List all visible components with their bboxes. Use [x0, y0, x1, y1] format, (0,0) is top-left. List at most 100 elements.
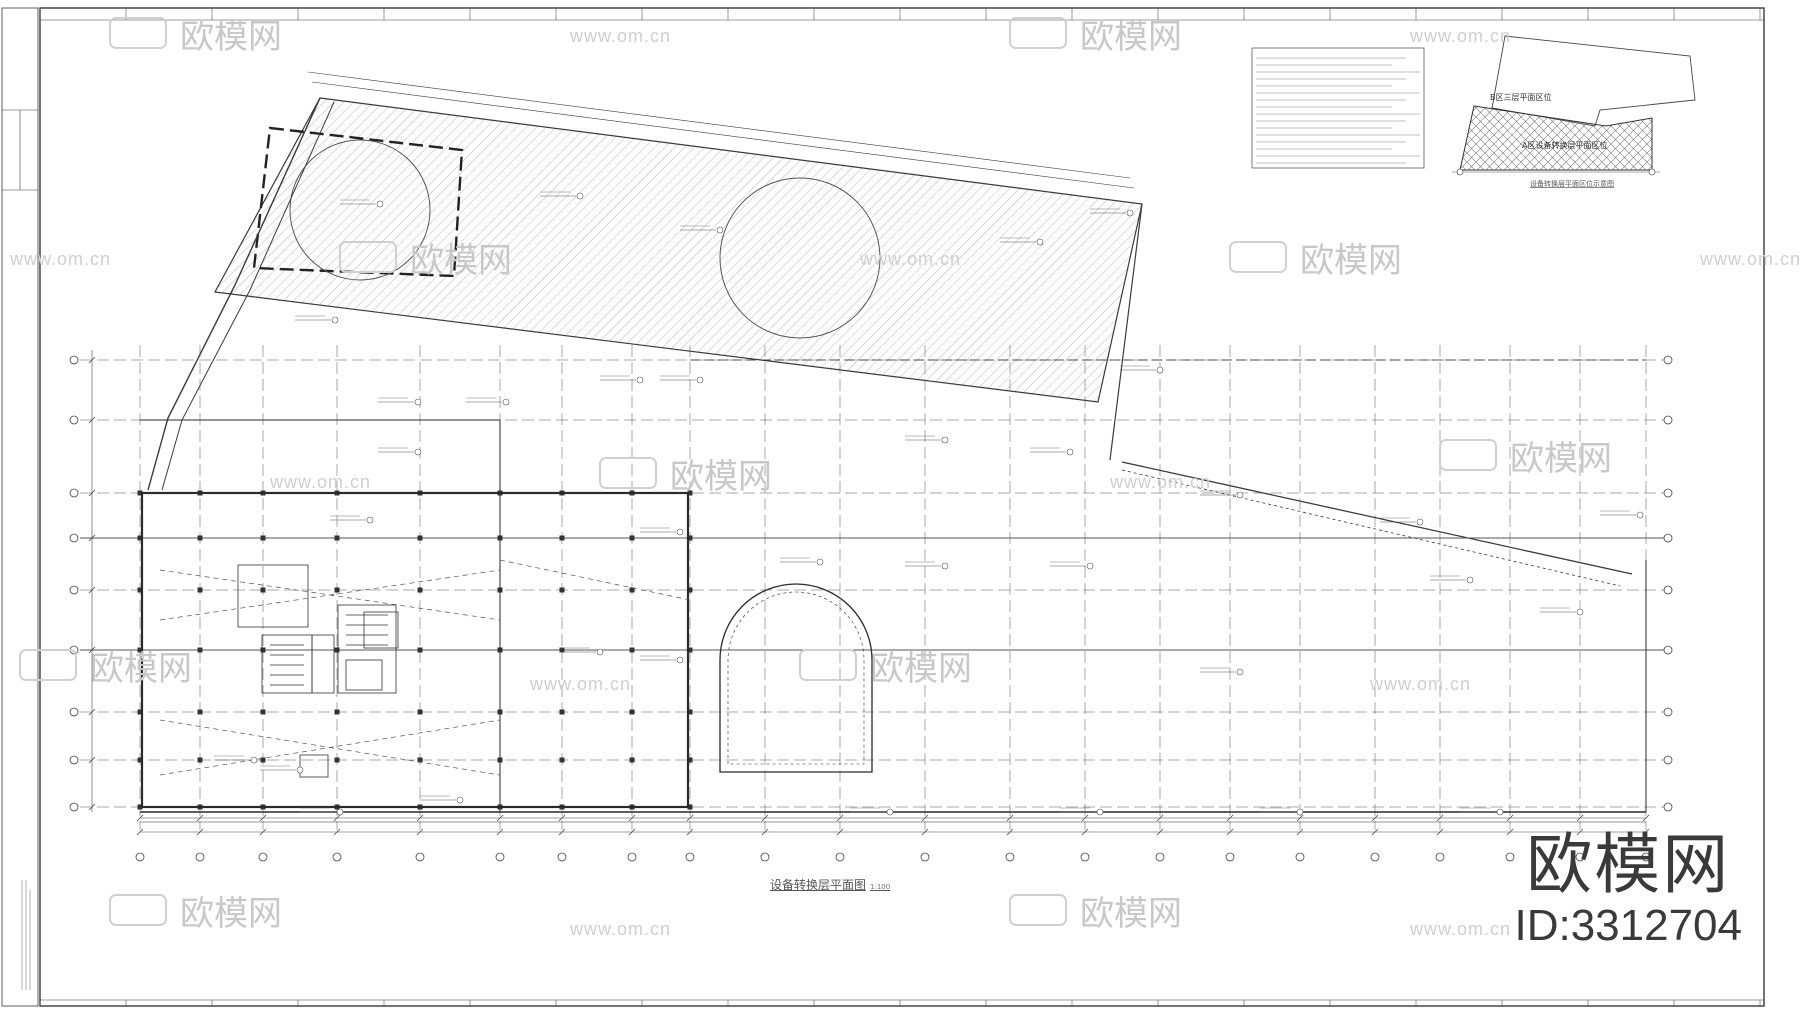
tag-bubble — [816, 558, 824, 566]
dimension-tick — [1156, 814, 1164, 822]
axis-bubble — [69, 802, 79, 812]
structural-column — [629, 757, 635, 763]
location-key-plan: B区三层平面区位 A区设备转换层平面区位 设备转换层平面区位示意图 — [1452, 35, 1696, 188]
watermark-logo — [109, 894, 167, 926]
dimension-tick — [1576, 828, 1584, 836]
dimension-tick — [1436, 828, 1444, 836]
axis-bubble — [1663, 585, 1673, 595]
structural-column — [687, 757, 693, 763]
watermark-text: 欧模网 — [670, 458, 772, 496]
axis-bubble — [1295, 852, 1305, 862]
dimension-tick — [259, 814, 267, 822]
tag-bubble — [331, 316, 339, 324]
tag-bubble — [1126, 209, 1134, 217]
dimension-tick — [1371, 814, 1379, 822]
axis-bubble — [1005, 852, 1015, 862]
watermark-logo — [1009, 894, 1067, 926]
sheet-ruler-ticks — [39, 8, 1761, 1006]
watermark-url: www.om.cn — [1109, 472, 1211, 492]
dimension-tick — [136, 828, 144, 836]
watermark-text: 欧模网 — [1080, 18, 1182, 56]
axis-bubble — [1663, 533, 1673, 543]
tag-bubble — [1236, 491, 1244, 499]
dimension-tick — [558, 828, 566, 836]
axis-bubble — [1663, 707, 1673, 717]
dimension-tick — [496, 828, 504, 836]
tag-bubble — [941, 436, 949, 444]
axis-bubble — [835, 852, 845, 862]
dimension-tick — [1081, 828, 1089, 836]
tag-bubble — [1096, 808, 1104, 816]
dimension-tick — [496, 814, 504, 822]
watermark-url: www.om.cn — [9, 249, 111, 269]
axis-bubble — [69, 355, 79, 365]
structural-column — [197, 535, 203, 541]
dimension-tick — [1156, 828, 1164, 836]
structural-column — [687, 490, 693, 496]
dimension-tick — [1006, 828, 1014, 836]
dimension-tick — [416, 814, 424, 822]
dimension-tick — [136, 814, 144, 822]
tag-bubble — [676, 656, 684, 664]
structural-column — [629, 709, 635, 715]
dimension-tick — [836, 828, 844, 836]
dimension-tick — [921, 828, 929, 836]
tag-bubble — [366, 516, 374, 524]
dimension-tick — [88, 489, 96, 497]
watermark-logo — [1009, 17, 1067, 49]
axis-bubble — [258, 852, 268, 862]
watermark-logo — [799, 649, 857, 681]
watermark-logo — [1229, 241, 1287, 273]
watermark-text: 欧模网 — [90, 650, 192, 688]
axis-bubble — [415, 852, 425, 862]
tag-bubble — [696, 376, 704, 384]
watermark-text: 欧模网 — [180, 18, 282, 56]
structural-column — [260, 757, 266, 763]
dimension-tick — [88, 756, 96, 764]
axis-bubble — [69, 755, 79, 765]
structural-column — [197, 709, 203, 715]
axis-bubble — [69, 585, 79, 595]
dimension-tick — [88, 646, 96, 654]
structural-column — [334, 647, 340, 653]
structural-column — [687, 587, 693, 593]
structural-column — [137, 647, 143, 653]
tag-bubble — [941, 562, 949, 570]
structural-column — [334, 709, 340, 715]
watermark-text: 欧模网 — [1510, 440, 1612, 478]
dimension-tick — [88, 708, 96, 716]
structural-column — [260, 647, 266, 653]
dimension-tick — [88, 416, 96, 424]
tag-bubble — [250, 756, 258, 764]
dimension-lines — [88, 350, 1650, 836]
dimension-tick — [628, 814, 636, 822]
dimension-tick — [1371, 828, 1379, 836]
axis-bubble — [1155, 852, 1165, 862]
structural-column — [417, 535, 423, 541]
dimension-tick — [921, 814, 929, 822]
axis-bubble — [1663, 488, 1673, 498]
structural-column — [417, 647, 423, 653]
axis-bubble — [495, 852, 505, 862]
tag-bubble — [1296, 808, 1304, 816]
structural-column — [334, 757, 340, 763]
dimension-tick — [1506, 814, 1514, 822]
dimension-tick — [259, 828, 267, 836]
dimension-tick — [836, 814, 844, 822]
dimension-tick — [761, 814, 769, 822]
dimension-tick — [88, 803, 96, 811]
watermark-url: www.om.cn — [529, 674, 631, 694]
dimension-tick — [88, 534, 96, 542]
structural-column — [687, 535, 693, 541]
dimension-tick — [686, 814, 694, 822]
sheet-frame — [1, 7, 1765, 1007]
axis-bubble — [332, 852, 342, 862]
axis-bubble — [135, 852, 145, 862]
tag-bubble — [502, 398, 510, 406]
tag-bubble — [1156, 366, 1164, 374]
dimension-tick — [333, 828, 341, 836]
dashed-cross-zones — [159, 559, 691, 776]
